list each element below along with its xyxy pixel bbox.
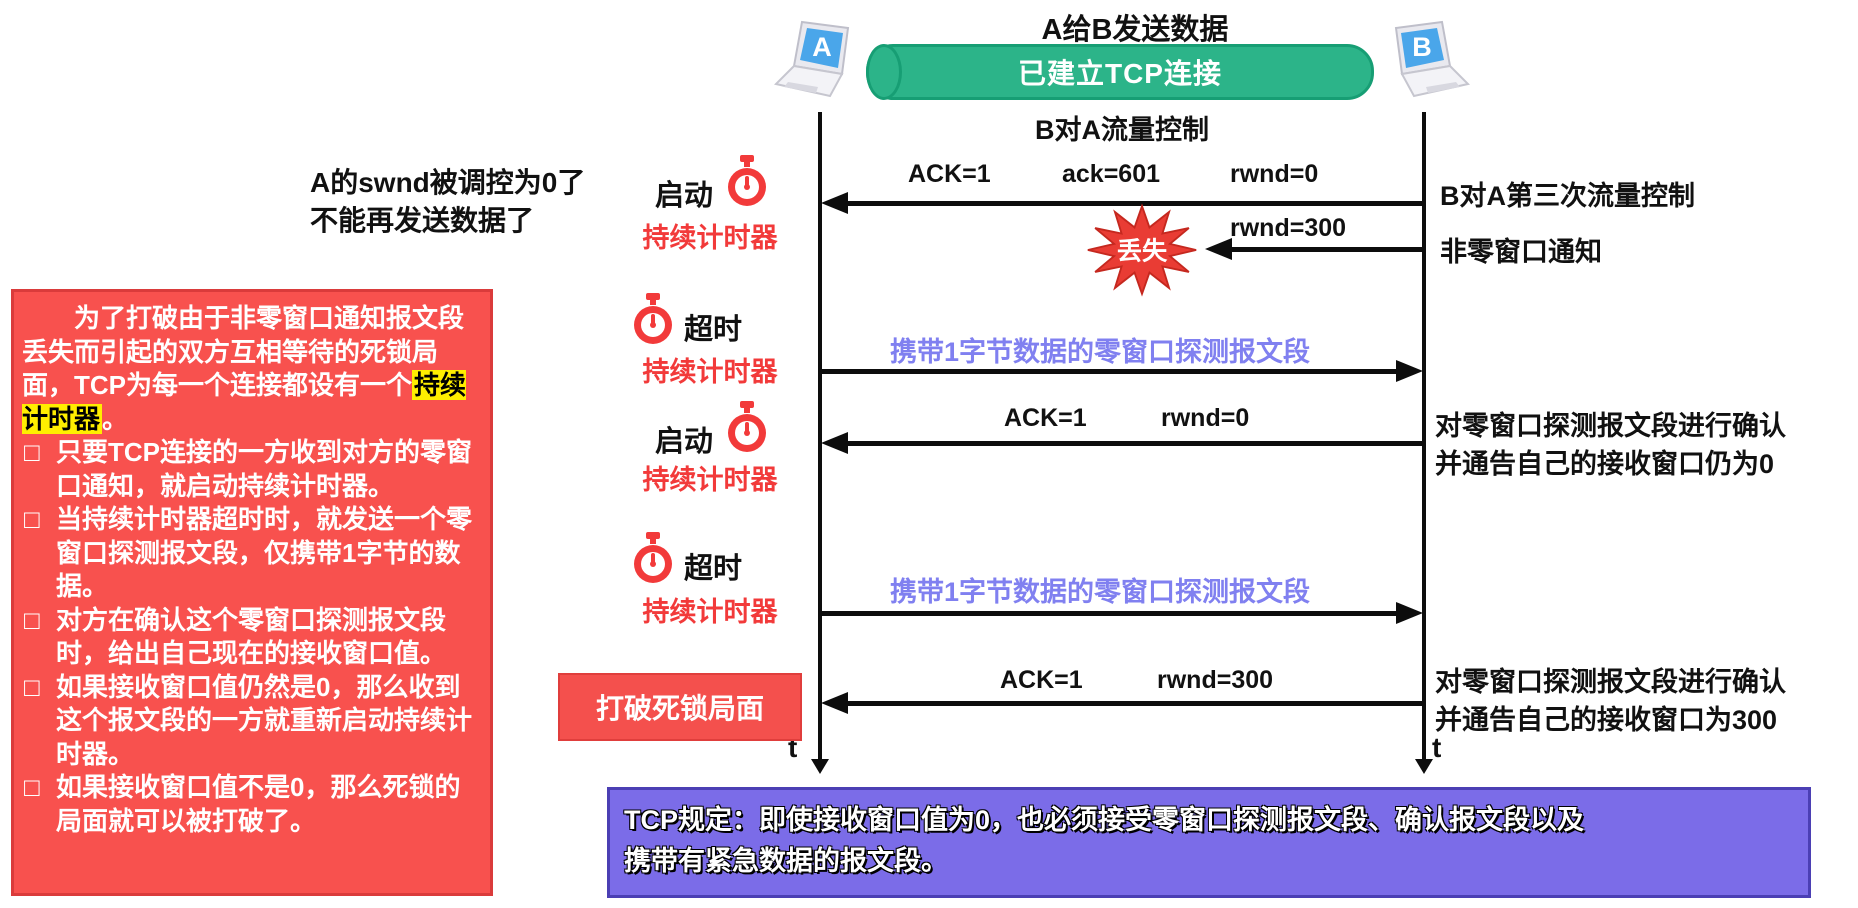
info-bullet-1-text: 只要TCP连接的一方收到对方的零窗口通知，就启动持续计时器。 bbox=[56, 437, 473, 501]
msg1-rwnd: rwnd=0 bbox=[1230, 160, 1319, 188]
timer3-action: 启动 bbox=[655, 426, 714, 458]
info-bullet-3-text: 对方在确认这个零窗口探测报文段时，给出自己现在的接收窗口值。 bbox=[56, 604, 447, 669]
info-bullet-2-text: 当持续计时器超时时，就发送一个零窗口探测报文段，仅携带1字节的数据。 bbox=[56, 504, 473, 601]
info-bullet-list: □ 只要TCP连接的一方收到对方的零窗口通知，就启动持续计时器。 □ 当持续计时器超… bbox=[22, 436, 484, 838]
message-arrow-3 bbox=[822, 360, 1423, 382]
info-bullet-2: □ 当持续计时器超时时，就发送一个零窗口探测报文段，仅携带1字节的数据。 bbox=[22, 503, 484, 604]
right-note-3-line1: 对零窗口探测报文段进行确认 bbox=[1435, 667, 1786, 697]
info-intro-post: 。 bbox=[102, 403, 129, 434]
time-axis-label-b: t bbox=[1432, 732, 1442, 763]
swnd-note-line2: 不能再发送数据了 bbox=[310, 205, 535, 236]
host-a-label: A bbox=[812, 32, 832, 62]
message-arrow-1 bbox=[821, 192, 1424, 214]
swnd-note: A的swnd被调控为0了 不能再发送数据了 bbox=[310, 164, 585, 240]
tcp-rule-line1: TCP规定：即使接收窗口值为0，也必须接受零窗口探测报文段、确认报文段以及 bbox=[624, 805, 1585, 835]
msg1-ack-flag: ACK=1 bbox=[908, 160, 991, 188]
timeline-a bbox=[811, 112, 829, 774]
lost-starburst: 丢失 bbox=[1086, 202, 1198, 298]
probe-segment-label-1: 携带1字节数据的零窗口探测报文段 bbox=[889, 337, 1310, 367]
timer1-name: 持续计时器 bbox=[642, 223, 778, 253]
tcp-connection-label: 已建立TCP连接 bbox=[1017, 58, 1222, 89]
tcp-connection-pill: 已建立TCP连接 bbox=[866, 44, 1374, 100]
msg1-ack-number: ack=601 bbox=[1062, 160, 1161, 188]
msg4-rwnd: rwnd=0 bbox=[1161, 404, 1250, 432]
stopwatch-icon-3 bbox=[724, 400, 770, 461]
tcp-rule-box: TCP规定：即使接收窗口值为0，也必须接受零窗口探测报文段、确认报文段以及 携带… bbox=[607, 787, 1811, 898]
deadlock-broken-box: 打破死锁局面 bbox=[558, 673, 802, 741]
message-arrow-6 bbox=[821, 692, 1424, 714]
message-arrow-2 bbox=[1205, 238, 1422, 260]
info-bullet-5: □ 如果接收窗口值不是0，那么死锁的局面就可以被打破了。 bbox=[22, 771, 484, 838]
timer2-name: 持续计时器 bbox=[642, 357, 778, 387]
info-bullet-4-text: 如果接收窗口值仍然是0，那么收到这个报文段的一方就重新启动持续计时器。 bbox=[56, 671, 473, 769]
right-note-2-line1: 对零窗口探测报文段进行确认 bbox=[1435, 411, 1786, 441]
info-bullet-5-text: 如果接收窗口值不是0，那么死锁的局面就可以被打破了。 bbox=[56, 772, 461, 836]
stopwatch-icon-4 bbox=[630, 531, 676, 592]
diagram-title: A给B发送数据 bbox=[1041, 14, 1229, 46]
host-b-label: B bbox=[1412, 32, 1432, 62]
timeline-b bbox=[1415, 112, 1433, 774]
stopwatch-icon-2 bbox=[630, 292, 676, 353]
right-note-1-line1: B对A第三次流量控制 bbox=[1440, 181, 1695, 211]
info-bullet-3: □ 对方在确认这个零窗口探测报文段时，给出自己现在的接收窗口值。 bbox=[22, 604, 484, 671]
lost-label: 丢失 bbox=[1117, 237, 1168, 265]
bullet-marker: □ bbox=[24, 671, 40, 702]
timer2-action: 超时 bbox=[684, 314, 743, 346]
info-intro-pre: 为了打破由于非零窗口通知报文段丢失而引起的双方互相等待的死锁局面，TCP为每一个… bbox=[22, 303, 465, 400]
bullet-marker: □ bbox=[24, 604, 40, 635]
persistence-timer-info-box: 为了打破由于非零窗口通知报文段丢失而引起的双方互相等待的死锁局面，TCP为每一个… bbox=[11, 289, 493, 896]
timer4-name: 持续计时器 bbox=[642, 597, 778, 627]
bullet-marker: □ bbox=[24, 437, 40, 467]
tcp-rule-line2: 携带有紧急数据的报文段。 bbox=[624, 846, 948, 876]
info-bullet-1: □ 只要TCP连接的一方收到对方的零窗口通知，就启动持续计时器。 bbox=[22, 436, 484, 503]
right-note-3-line2: 并通告自己的接收窗口为300 bbox=[1435, 705, 1778, 735]
message-arrow-4 bbox=[821, 432, 1424, 454]
right-note-1-line2: 非零窗口通知 bbox=[1440, 237, 1602, 267]
timer1-action: 启动 bbox=[655, 180, 714, 212]
deadlock-broken-label: 打破死锁局面 bbox=[595, 693, 764, 724]
right-note-2-line2: 并通告自己的接收窗口仍为0 bbox=[1435, 449, 1775, 479]
info-intro: 为了打破由于非零窗口通知报文段丢失而引起的双方互相等待的死锁局面，TCP为每一个… bbox=[22, 302, 484, 436]
timer4-action: 超时 bbox=[684, 553, 743, 585]
flow-control-subtitle: B对A流量控制 bbox=[1035, 115, 1209, 145]
timer3-name: 持续计时器 bbox=[642, 465, 778, 495]
swnd-note-line1: A的swnd被调控为0了 bbox=[310, 167, 586, 198]
bullet-marker: □ bbox=[24, 504, 40, 534]
probe-segment-label-2: 携带1字节数据的零窗口探测报文段 bbox=[889, 577, 1310, 607]
msg2-rwnd: rwnd=300 bbox=[1230, 214, 1347, 242]
msg4-ack-flag: ACK=1 bbox=[1004, 404, 1087, 432]
time-axis-label-a: t bbox=[788, 732, 798, 763]
msg6-ack-flag: ACK=1 bbox=[1000, 666, 1083, 694]
stopwatch-icon-1 bbox=[724, 154, 770, 215]
bullet-marker: □ bbox=[24, 772, 40, 802]
info-bullet-4: □ 如果接收窗口值仍然是0，那么收到这个报文段的一方就重新启动持续计时器。 bbox=[22, 671, 484, 772]
message-arrow-5 bbox=[822, 602, 1423, 624]
host-a-laptop-icon: A bbox=[772, 16, 868, 112]
msg6-rwnd: rwnd=300 bbox=[1157, 666, 1274, 694]
host-b-laptop-icon: B bbox=[1376, 16, 1472, 112]
